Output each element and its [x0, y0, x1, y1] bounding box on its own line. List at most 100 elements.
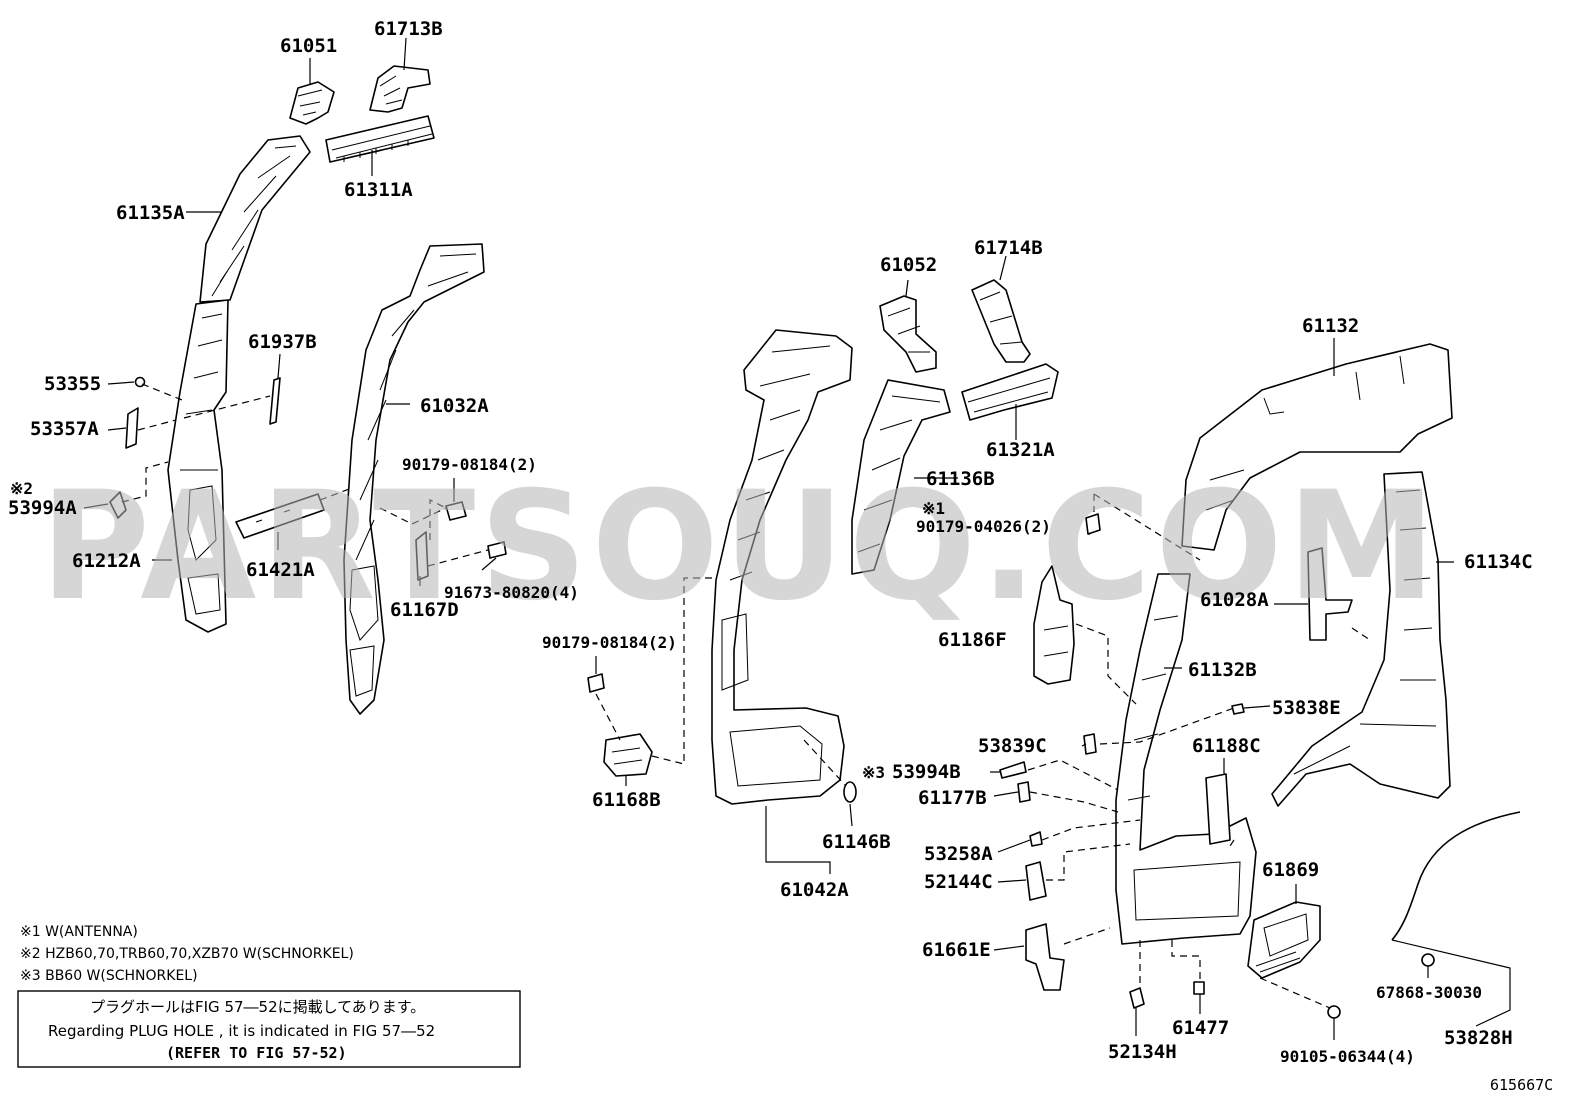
part-61186F-shape: [1033, 565, 1075, 685]
part-61311A-shape: [325, 115, 435, 163]
part-90179-08184-b-shape: [587, 673, 605, 693]
part-53838E-shape: [1231, 703, 1245, 715]
label-90179-08184-b[interactable]: 90179-08184(2): [542, 633, 677, 652]
label-91673-80820[interactable]: 91673-80820(4): [444, 583, 579, 602]
label-61937B[interactable]: 61937B: [248, 331, 317, 353]
part-53994A-shape: [109, 491, 127, 519]
label-61051[interactable]: 61051: [280, 35, 337, 57]
part-61052-shape: [879, 295, 937, 373]
part-61869-shape: [1247, 901, 1321, 979]
reference-box: プラグホールはFIG 57―52に掲載してあります。 Regarding PLU…: [17, 990, 521, 1068]
label-61146B[interactable]: 61146B: [822, 831, 891, 853]
part-61028A-shape: [1307, 547, 1353, 641]
label-53355[interactable]: 53355: [44, 373, 101, 395]
part-53828H-shape: [1391, 811, 1521, 941]
label-90179-04026[interactable]: 90179-04026(2): [916, 517, 1051, 536]
label-61134C[interactable]: 61134C: [1464, 551, 1533, 573]
footnote-1: ※1 W(ANTENNA): [20, 924, 138, 940]
label-61321A[interactable]: 61321A: [986, 439, 1055, 461]
footnote-2: ※2 HZB60,70,TRB60,70,XZB70 W(SCHNORKEL): [20, 946, 354, 962]
label-61713B[interactable]: 61713B: [374, 18, 443, 40]
label-61869[interactable]: 61869: [1262, 859, 1319, 881]
part-61714B-shape: [971, 279, 1031, 363]
note-mark-1: ※1: [922, 499, 945, 518]
label-53994B[interactable]: 53994B: [892, 761, 961, 783]
watermark: PARTSOUQ.COM: [40, 460, 1440, 634]
label-53839C[interactable]: 53839C: [978, 735, 1047, 757]
part-61032A-shape: [343, 243, 485, 715]
part-61042A-shape: [711, 329, 853, 805]
part-53355-shape: [134, 376, 146, 388]
part-53994B-shape: [999, 761, 1027, 779]
part-61421A-shape: [235, 493, 325, 539]
part-61132B-shape: [1115, 573, 1257, 945]
label-90179-08184-a[interactable]: 90179-08184(2): [402, 455, 537, 474]
label-67868-30030[interactable]: 67868-30030: [1376, 983, 1482, 1002]
label-61661E[interactable]: 61661E: [922, 939, 991, 961]
part-61132-shape: [1181, 343, 1453, 551]
label-61714B[interactable]: 61714B: [974, 237, 1043, 259]
part-61136B-shape: [851, 379, 951, 575]
part-91673-80820-shape: [487, 541, 507, 559]
label-53994A[interactable]: 53994A: [8, 497, 77, 519]
part-61051-shape: [289, 81, 335, 125]
part-52144C-shape: [1025, 861, 1047, 901]
part-61168B-shape: [603, 733, 653, 777]
label-61136B[interactable]: 61136B: [926, 468, 995, 490]
label-61421A[interactable]: 61421A: [246, 559, 315, 581]
part-67868-30030-shape: [1421, 953, 1435, 967]
diagram-id: 615667C: [1490, 1076, 1553, 1094]
label-61477[interactable]: 61477: [1172, 1017, 1229, 1039]
part-61212A-shape: [167, 299, 229, 633]
part-61661E-shape: [1025, 923, 1065, 991]
label-52144C[interactable]: 52144C: [924, 871, 993, 893]
label-61168B[interactable]: 61168B: [592, 789, 661, 811]
part-61321A-shape: [961, 363, 1059, 421]
reference-line-ref[interactable]: (REFER TO FIG 57-52): [166, 1044, 347, 1062]
footnote-3: ※3 BB60 W(SCHNORKEL): [20, 968, 198, 984]
part-90179-04026-shape: [1085, 513, 1101, 535]
part-61177B-shape: [1017, 781, 1031, 803]
label-61177B[interactable]: 61177B: [918, 787, 987, 809]
label-61052[interactable]: 61052: [880, 254, 937, 276]
part-labels: 61051 61713B 61311A 61135A 53355 53357A …: [8, 18, 1533, 1066]
part-61937B-shape: [269, 377, 281, 425]
part-53839C-shape: [1083, 733, 1097, 755]
part-52134H-shape: [1129, 987, 1145, 1009]
part-61713B-shape: [369, 65, 431, 113]
label-61311A[interactable]: 61311A: [344, 179, 413, 201]
label-52134H[interactable]: 52134H: [1108, 1041, 1177, 1063]
label-61032A[interactable]: 61032A: [420, 395, 489, 417]
reference-line-jp: プラグホールはFIG 57―52に掲載してあります。: [90, 998, 425, 1016]
part-53357A-shape: [125, 407, 139, 449]
note-mark-3: ※3: [862, 763, 885, 782]
note-mark-2: ※2: [10, 479, 33, 498]
label-61132[interactable]: 61132: [1302, 315, 1359, 337]
label-53258A[interactable]: 53258A: [924, 843, 993, 865]
part-53258A-shape: [1029, 831, 1043, 847]
label-61028A[interactable]: 61028A: [1200, 589, 1269, 611]
footnotes: ※1 W(ANTENNA) ※2 HZB60,70,TRB60,70,XZB70…: [20, 924, 354, 984]
label-61212A[interactable]: 61212A: [72, 550, 141, 572]
label-61132B[interactable]: 61132B: [1188, 659, 1257, 681]
label-53828H[interactable]: 53828H: [1444, 1027, 1513, 1049]
part-90179-08184-a-shape: [445, 501, 467, 521]
label-61188C[interactable]: 61188C: [1192, 735, 1261, 757]
leader-lines: [83, 37, 1511, 1040]
label-61186F[interactable]: 61186F: [938, 629, 1007, 651]
part-61167D-shape: [415, 531, 429, 581]
label-90105-06344[interactable]: 90105-06344(4): [1280, 1047, 1415, 1066]
part-61146B-shape: [843, 781, 857, 803]
reference-line-en: Regarding PLUG HOLE , it is indicated in…: [48, 1022, 435, 1040]
dashed-lines: [121, 383, 1371, 1009]
part-61477-shape: [1193, 981, 1205, 995]
label-61135A[interactable]: 61135A: [116, 202, 185, 224]
label-53838E[interactable]: 53838E: [1272, 697, 1341, 719]
part-61188C-shape: [1205, 773, 1231, 845]
label-61042A[interactable]: 61042A: [780, 879, 849, 901]
label-61167D[interactable]: 61167D: [390, 599, 459, 621]
part-61135A-shape: [199, 135, 311, 303]
part-61134C-shape: [1271, 471, 1451, 807]
label-53357A[interactable]: 53357A: [30, 418, 99, 440]
